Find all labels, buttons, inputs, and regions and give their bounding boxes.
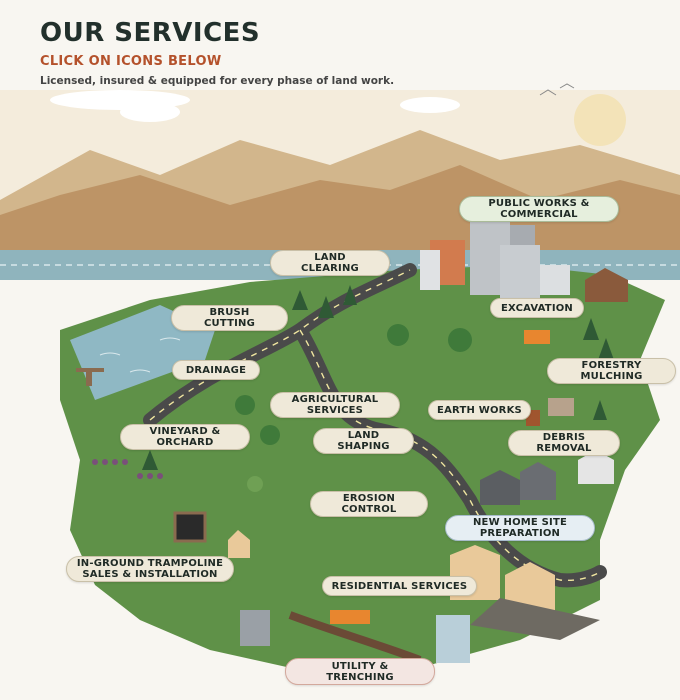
service-trampoline[interactable]: IN-GROUND TRAMPOLINE SALES & INSTALLATIO… (66, 556, 234, 582)
trampoline (173, 511, 207, 543)
service-residential-services[interactable]: RESIDENTIAL SERVICES (322, 576, 477, 596)
barn (585, 268, 628, 302)
service-debris-removal[interactable]: DEBRIS REMOVAL (508, 430, 620, 456)
house (520, 462, 556, 500)
vineyard (92, 459, 163, 479)
service-public-works[interactable]: PUBLIC WORKS & COMMERCIAL (459, 196, 619, 222)
home-site-dirt (470, 598, 600, 640)
service-land-clearing[interactable]: LAND CLEARING (270, 250, 390, 276)
trees (142, 285, 614, 492)
service-vineyard-orchard[interactable]: VINEYARD & ORCHARD (120, 424, 250, 450)
lake-ripple (99, 337, 181, 373)
page-title: OUR SERVICES (40, 18, 261, 48)
house (578, 450, 614, 484)
dock (76, 368, 104, 372)
header: OUR SERVICES CLICK ON ICONS BELOW Licens… (40, 18, 394, 87)
trencher (330, 610, 370, 624)
service-new-home-site[interactable]: NEW HOME SITE PREPARATION (445, 515, 595, 541)
service-utility-trenching[interactable]: UTILITY & TRENCHING (285, 658, 435, 685)
service-drainage[interactable]: DRAINAGE (172, 360, 260, 380)
service-forestry-mulching[interactable]: FORESTRY MULCHING (547, 358, 676, 384)
service-agricultural-services[interactable]: AGRICULTURAL SERVICES (270, 392, 400, 418)
debris-pile (548, 398, 574, 416)
cloud (400, 97, 460, 113)
birds (539, 83, 575, 96)
excavator (524, 330, 550, 344)
service-erosion-control[interactable]: EROSION CONTROL (310, 491, 428, 517)
building (436, 615, 470, 663)
service-land-shaping[interactable]: LAND SHAPING (313, 428, 414, 454)
service-excavation[interactable]: EXCAVATION (490, 298, 584, 318)
house (480, 470, 520, 505)
house (228, 530, 250, 558)
city (420, 215, 570, 300)
page-subtitle: CLICK ON ICONS BELOW (40, 54, 222, 69)
service-brush-cutting[interactable]: BRUSH CUTTING (171, 305, 288, 331)
page-tagline: Licensed, insured & equipped for every p… (40, 75, 395, 87)
sun (574, 94, 626, 146)
building (240, 610, 270, 646)
dock-post (86, 372, 92, 386)
trench (288, 611, 422, 664)
service-earth-works[interactable]: EARTH WORKS (428, 400, 531, 420)
cloud (120, 102, 180, 122)
